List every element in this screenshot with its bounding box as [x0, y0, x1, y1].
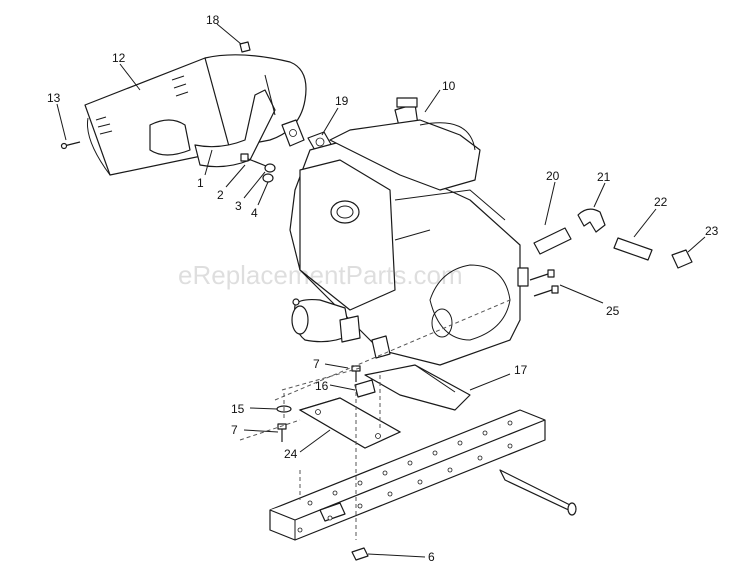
hex-nut	[262, 173, 274, 183]
lock-washer	[264, 163, 276, 173]
callout-16: 16	[315, 379, 329, 393]
callout-23: 23	[705, 224, 719, 238]
mount-bolt-lower	[277, 423, 287, 442]
callout-numbers: 18 12 13 10 19 1 2 3 4 20 21 22 23 25 7 …	[47, 13, 719, 564]
adapter-plate	[298, 397, 402, 449]
callout-13: 13	[47, 91, 61, 105]
leader-lines	[56, 23, 706, 558]
fuel-elbow	[577, 208, 606, 233]
callout-7-upper: 7	[313, 357, 320, 371]
callout-4: 4	[251, 206, 258, 220]
frame-holes	[297, 420, 513, 533]
callout-12: 12	[112, 51, 126, 65]
exhaust-flange	[281, 119, 305, 147]
callout-2: 2	[217, 188, 224, 202]
callout-6: 6	[428, 550, 435, 564]
callout-7-lower: 7	[231, 423, 238, 437]
callout-18: 18	[206, 13, 220, 27]
callout-22: 22	[654, 195, 668, 209]
fuel-pipe	[613, 237, 653, 261]
engine	[289, 97, 529, 366]
muffler-top-nut	[239, 41, 251, 53]
mounting-bolts	[529, 269, 559, 297]
callout-20: 20	[546, 169, 560, 183]
watermark-text: eReplacementParts.com	[178, 260, 463, 290]
callout-21: 21	[597, 170, 611, 184]
fuel-nipple	[533, 227, 572, 255]
frame-rail	[269, 409, 577, 561]
engine-mount-plate	[364, 364, 471, 411]
callout-3: 3	[235, 199, 242, 213]
fuel-cap-fitting	[671, 249, 693, 269]
callout-10: 10	[442, 79, 456, 93]
callout-25: 25	[606, 304, 620, 318]
callout-24: 24	[284, 447, 298, 461]
muffler-assembly	[84, 54, 307, 176]
spacer-block	[354, 379, 376, 398]
callout-19: 19	[335, 94, 349, 108]
assembly-guide-lines	[239, 299, 511, 540]
callout-1: 1	[197, 176, 204, 190]
callout-17: 17	[514, 363, 528, 377]
callout-15: 15	[231, 402, 245, 416]
heat-shield-screw	[60, 141, 81, 150]
muffler-screw	[240, 153, 267, 167]
heat-shield-vent-marks	[95, 75, 189, 135]
